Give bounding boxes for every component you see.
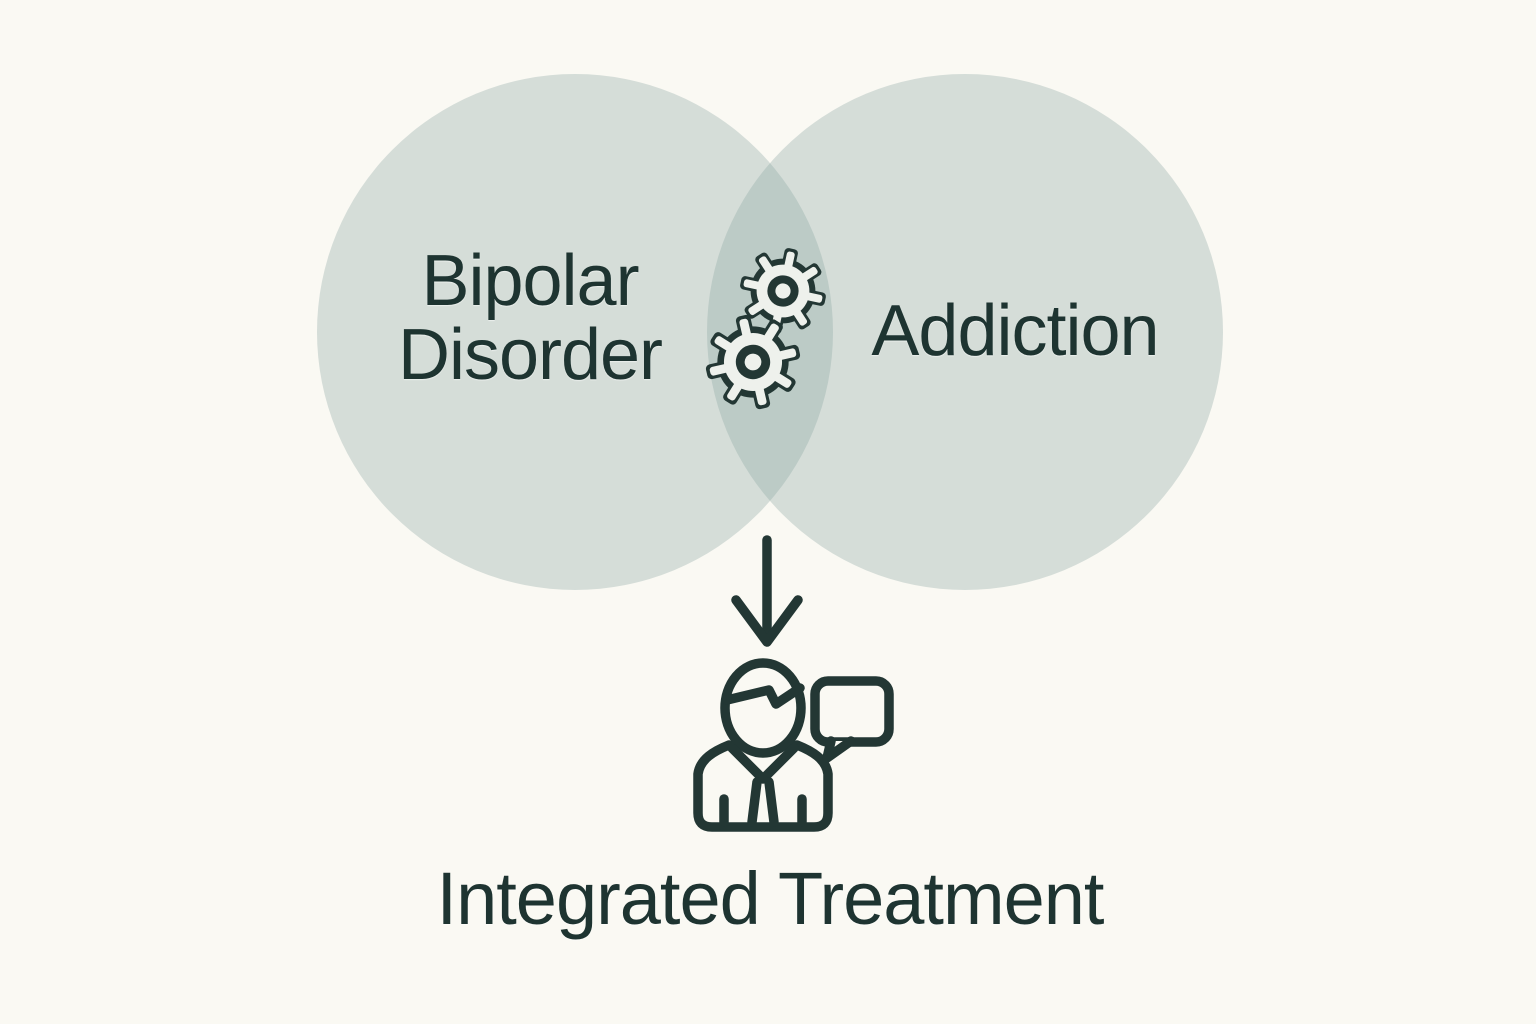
speech-bubble-icon	[810, 676, 894, 763]
counselor-head	[720, 658, 806, 758]
bipolar-disorder-label: Bipolar Disorder	[397, 241, 663, 395]
gears-icon	[690, 233, 860, 423]
addiction-label: Addiction	[871, 291, 1159, 371]
venn-circle-addiction	[707, 74, 1223, 590]
counselor-speech-bubble-icon	[693, 658, 894, 832]
integrated-treatment-label: Integrated Treatment	[436, 857, 1105, 940]
arrow-down-icon	[731, 535, 803, 647]
counselor-body	[693, 740, 833, 832]
